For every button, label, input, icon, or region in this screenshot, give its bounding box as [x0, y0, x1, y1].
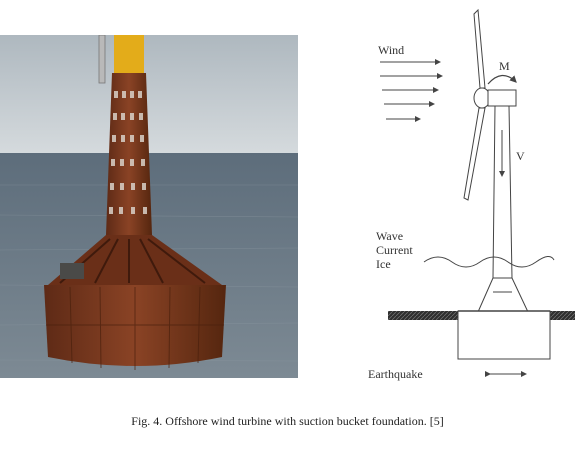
bracing-ribs [59, 238, 206, 284]
suction-bucket-photo [0, 35, 298, 378]
bucket-bracing [48, 235, 222, 285]
ice-label: Ice [376, 257, 391, 271]
vertical-load-label: V [516, 149, 525, 163]
figure-caption: Fig. 4. Offshore wind turbine with sucti… [131, 414, 444, 428]
tower-ladder [98, 35, 106, 84]
sky [0, 35, 298, 157]
water-surface-wave [423, 256, 555, 268]
nacelle [487, 89, 517, 107]
current-label: Current [376, 243, 413, 257]
upper-blade [473, 8, 486, 89]
deck-equipment [60, 263, 84, 279]
moment-arc [487, 74, 517, 85]
wind-label: Wind [378, 43, 404, 57]
seabed-right [550, 311, 575, 320]
lower-blade [463, 107, 486, 201]
moment-label: M [499, 59, 510, 73]
tower-openings [109, 91, 147, 214]
transition-piece [477, 277, 529, 313]
load-schematic-diagram: Wind M V Wave Current Ice Earthquake [368, 8, 575, 381]
wind-arrows [380, 59, 443, 122]
wave-label: Wave [376, 229, 403, 243]
yellow-transition-piece [114, 35, 144, 75]
earthquake-label: Earthquake [368, 367, 423, 381]
bucket-seams [46, 286, 224, 370]
seabed-left [388, 311, 458, 320]
suction-bucket [457, 310, 551, 360]
